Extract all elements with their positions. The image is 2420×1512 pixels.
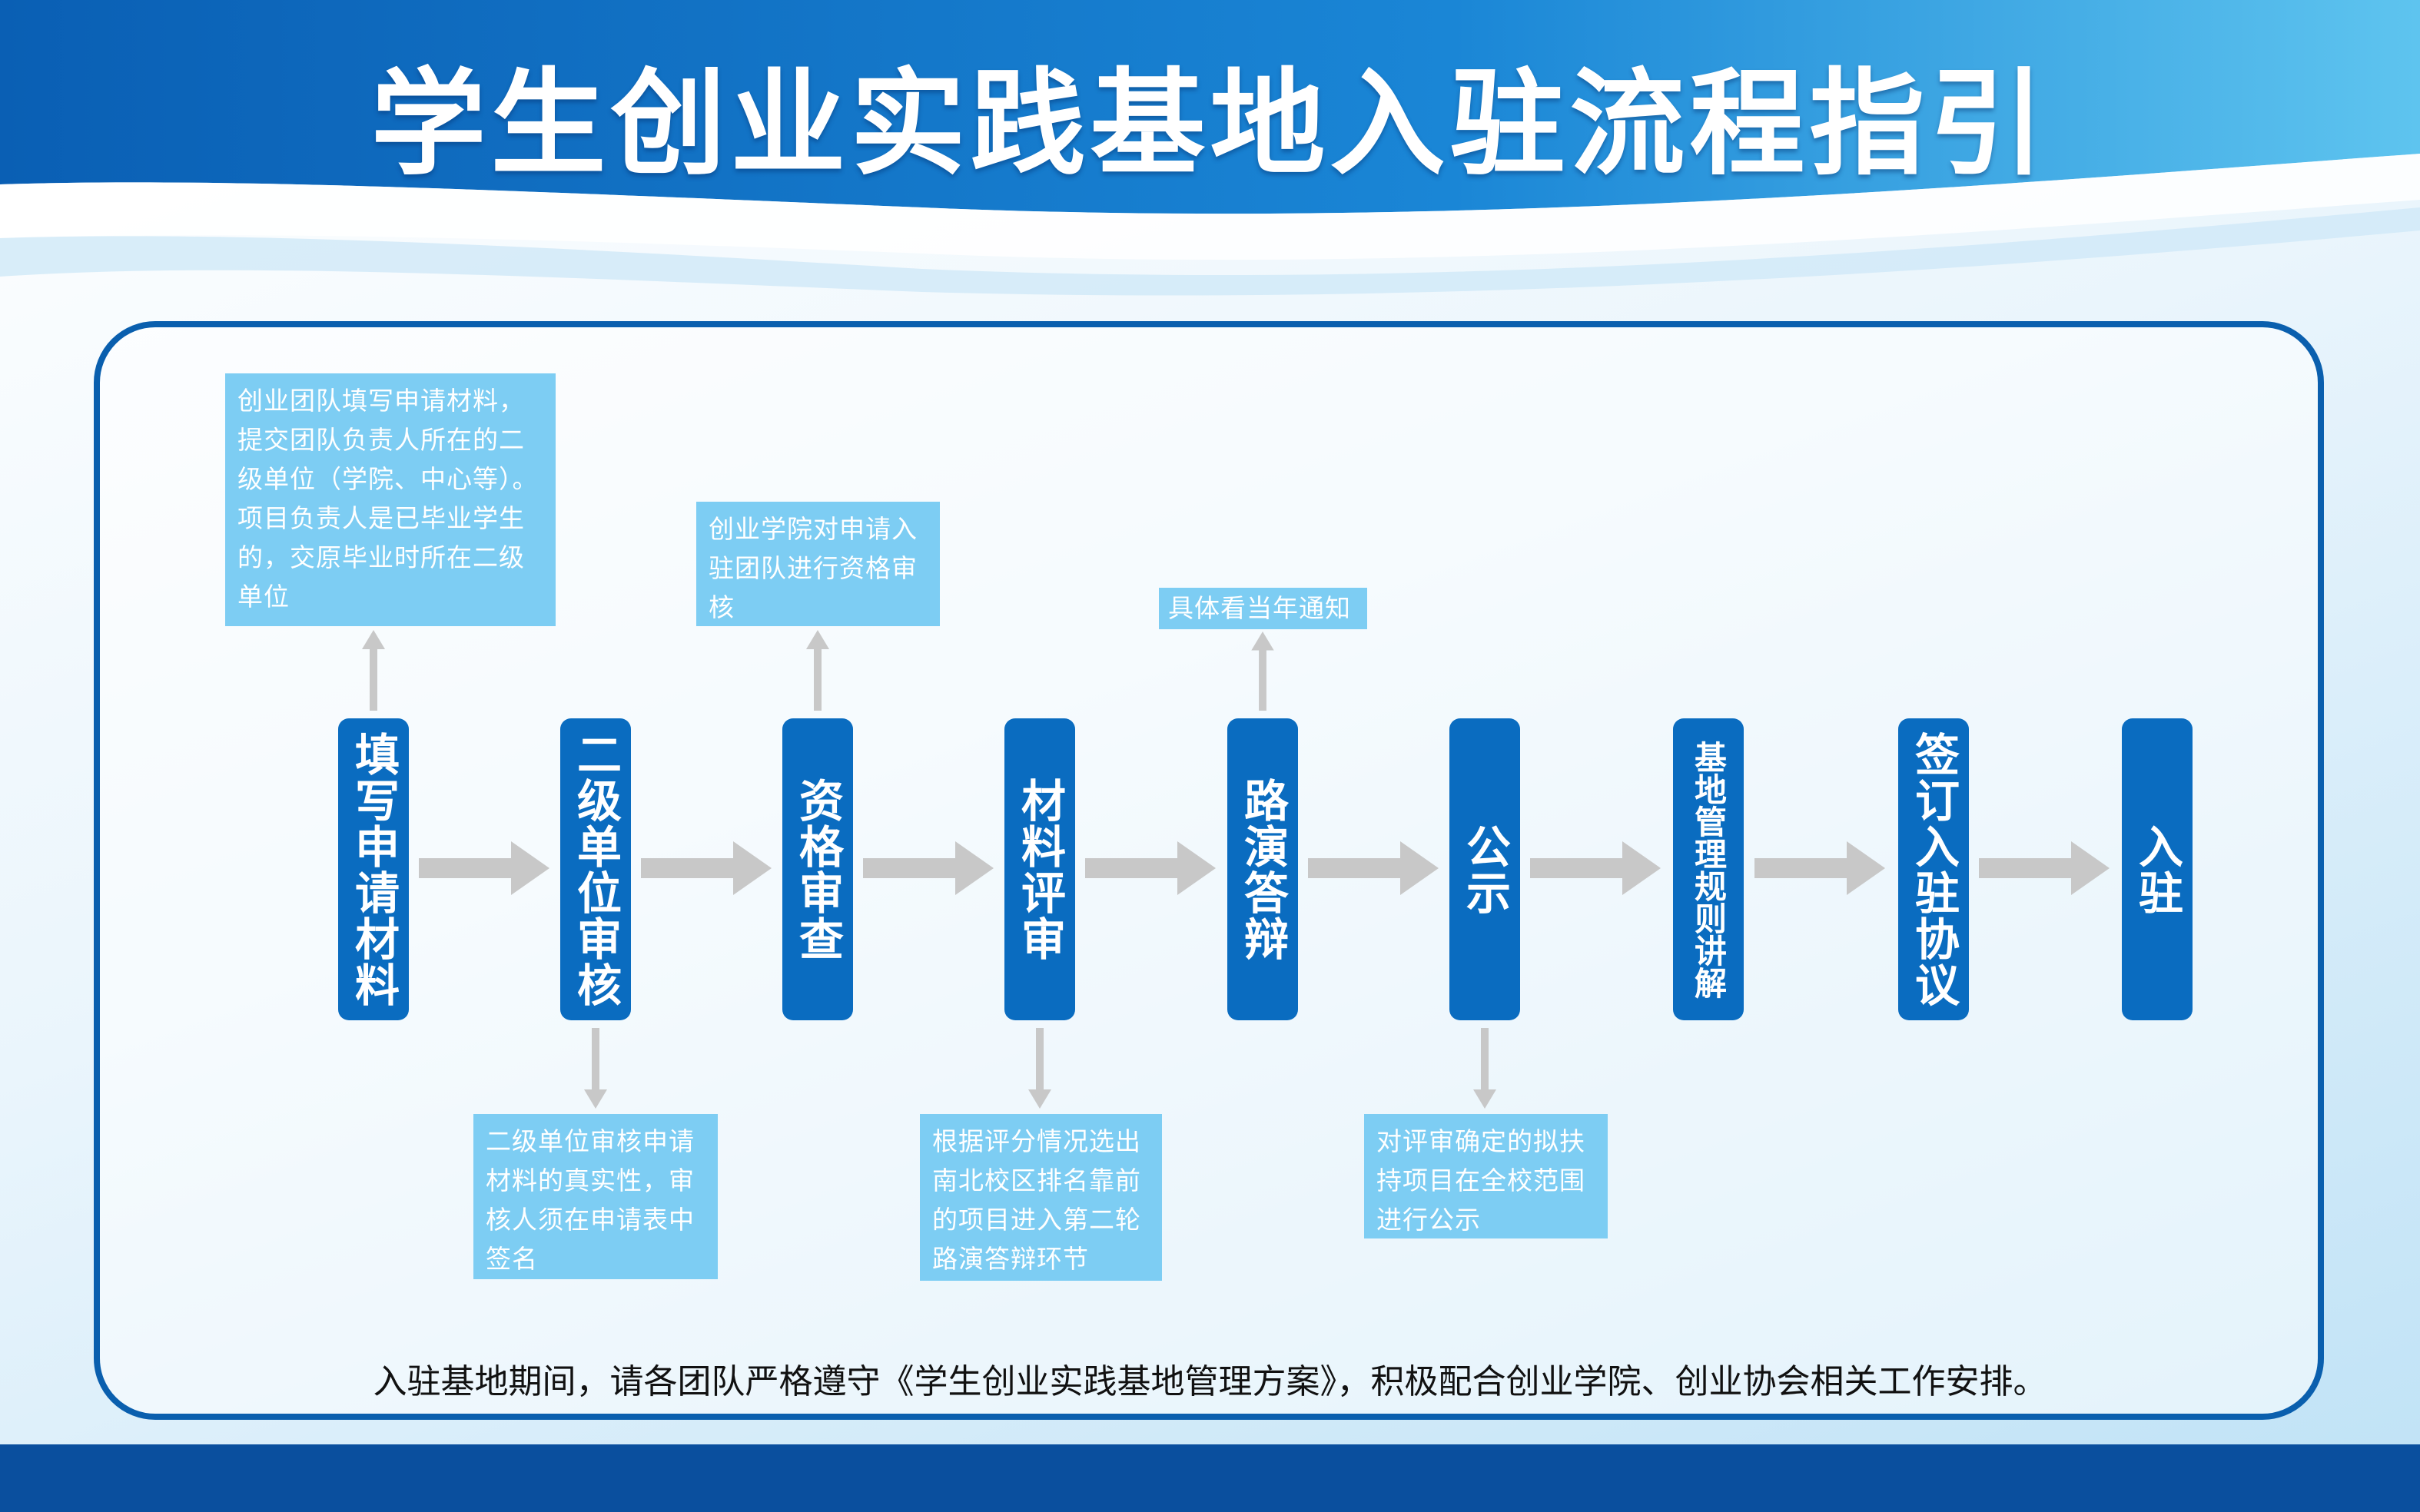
step-label: 入驻 xyxy=(2131,823,2183,916)
arrow-right-icon xyxy=(1979,841,2110,895)
step-label: 二级单位审核 xyxy=(569,731,622,1008)
step-fill-application: 填写申请材料 xyxy=(338,718,409,1020)
arrow-up-icon xyxy=(362,630,385,711)
step-sign-agreement: 签订入驻协议 xyxy=(1898,718,1969,1020)
arrow-right-icon xyxy=(1085,841,1216,895)
step-move-in: 入驻 xyxy=(2122,718,2193,1020)
arrow-right-icon xyxy=(419,841,549,895)
step-label: 签订入驻协议 xyxy=(1907,731,1960,1008)
note-material-review: 根据评分情况选出南北校区排名靠前的项目进入第二轮路演答辩环节 xyxy=(920,1114,1162,1281)
note-qualification-check: 创业学院对申请入驻团队进行资格审核 xyxy=(696,502,940,626)
arrow-up-icon xyxy=(806,630,829,711)
header-wave xyxy=(0,0,2420,296)
step-publicity: 公示 xyxy=(1449,718,1520,1020)
arrow-down-icon xyxy=(1028,1028,1051,1109)
arrow-right-icon xyxy=(863,841,994,895)
arrow-up-icon xyxy=(1251,632,1274,711)
step-label: 基地管理规则讲解 xyxy=(1689,740,1728,999)
step-material-review: 材料评审 xyxy=(1004,718,1075,1020)
step-roadshow-defense: 路演答辩 xyxy=(1227,718,1298,1020)
note-unit-review: 二级单位审核申请材料的真实性，审核人须在申请表中签名 xyxy=(473,1114,718,1279)
arrow-right-icon xyxy=(1530,841,1661,895)
step-rules-briefing: 基地管理规则讲解 xyxy=(1673,718,1744,1020)
arrow-down-icon xyxy=(584,1028,607,1109)
bottom-bar xyxy=(0,1444,2420,1512)
step-unit-review: 二级单位审核 xyxy=(560,718,631,1020)
arrow-right-icon xyxy=(1308,841,1439,895)
step-label: 填写申请材料 xyxy=(347,731,400,1008)
arrow-right-icon xyxy=(641,841,772,895)
step-label: 公示 xyxy=(1459,823,1511,916)
header-banner: 学生创业实践基地入驻流程指引 xyxy=(0,0,2420,307)
arrow-down-icon xyxy=(1473,1028,1496,1109)
step-qualification-check: 资格审查 xyxy=(782,718,853,1020)
step-label: 材料评审 xyxy=(1014,777,1066,962)
arrow-right-icon xyxy=(1754,841,1885,895)
note-publicity: 对评审确定的拟扶持项目在全校范围进行公示 xyxy=(1364,1114,1608,1238)
page-title: 学生创业实践基地入驻流程指引 xyxy=(370,58,2050,191)
note-fill-application: 创业团队填写申请材料，提交团队负责人所在的二级单位（学院、中心等）。项目负责人是… xyxy=(225,373,556,626)
step-label: 路演答辩 xyxy=(1237,777,1289,962)
note-roadshow: 具体看当年通知 xyxy=(1159,588,1367,629)
step-label: 资格审查 xyxy=(792,777,844,962)
footer-note: 入驻基地期间，请各团队严格遵守《学生创业实践基地管理方案》，积极配合创业学院、创… xyxy=(373,1362,2047,1401)
